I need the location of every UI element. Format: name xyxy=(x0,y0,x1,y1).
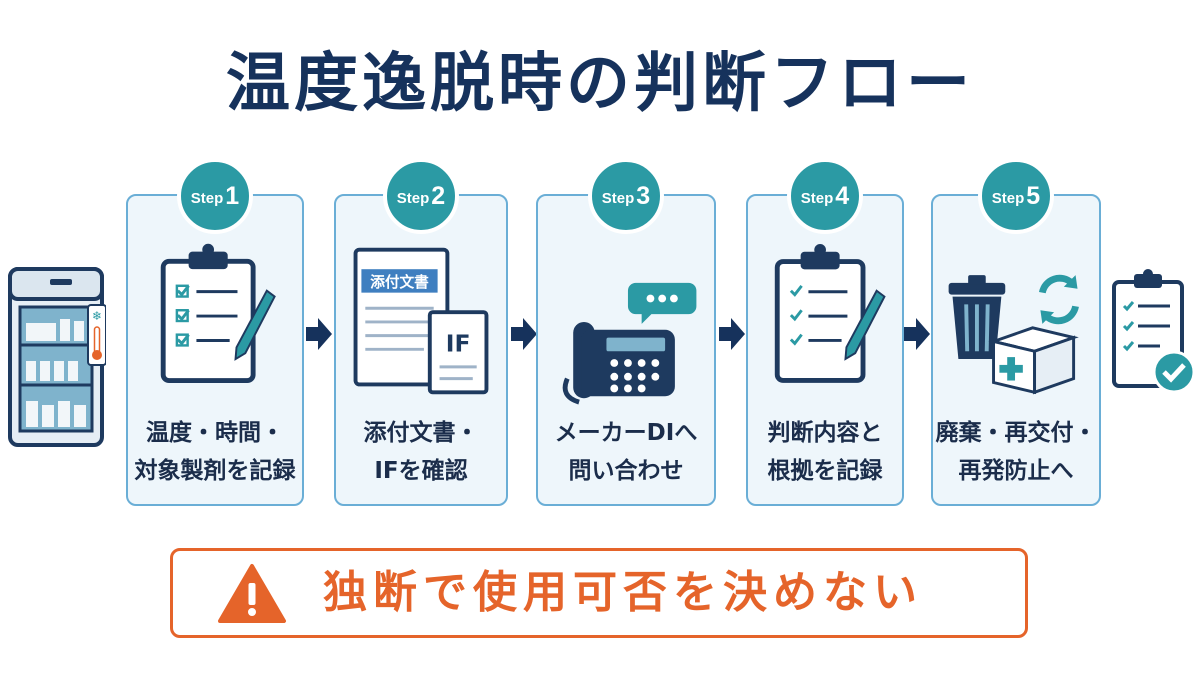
step-number: 4 xyxy=(835,181,850,210)
step-3-line2: 問い合わせ xyxy=(568,458,684,484)
arrow-right-icon xyxy=(719,318,745,350)
step-number: 2 xyxy=(431,181,446,210)
step-1-text: 温度・時間・ 対象製剤を記録 xyxy=(128,414,302,490)
step-1-line1: 温度・時間・ xyxy=(146,420,284,446)
step-label: Step xyxy=(396,189,430,207)
arrow-right-icon xyxy=(511,318,537,350)
step-2-text: 添付文書・ IFを確認 xyxy=(336,414,506,490)
clipboard-checklist-icon xyxy=(160,243,276,384)
document-icon: 添付文書 IF xyxy=(353,247,489,395)
step-4-card: 判断内容と 根拠を記録 xyxy=(746,194,904,506)
step-label: Step xyxy=(800,189,834,207)
doc-tag-label: 添付文書 xyxy=(370,273,429,291)
step-number: 5 xyxy=(1026,181,1041,210)
completed-checklist-icon xyxy=(1112,269,1196,394)
step-4-line2: 根拠を記録 xyxy=(767,458,883,484)
step-label: Step xyxy=(190,189,224,207)
step-label: Step xyxy=(601,189,635,207)
step-3-line1: メーカーDIへ xyxy=(554,420,698,446)
svg-text:❄: ❄ xyxy=(92,309,102,323)
step-1-card: 温度・時間・ 対象製剤を記録 xyxy=(126,194,304,506)
step-5-text: 廃棄・再交付・ 再発防止へ xyxy=(933,414,1099,490)
step-5-line2: 再発防止へ xyxy=(958,458,1074,484)
step-number: 1 xyxy=(225,181,240,210)
arrow-right-icon xyxy=(904,318,930,350)
step-4-line1: 判断内容と xyxy=(767,420,883,446)
warning-text: 独断で使用可否を決めない xyxy=(323,567,923,618)
refrigerator-icon: ❄ xyxy=(8,267,106,447)
step-2-line2: IFを確認 xyxy=(374,458,468,484)
if-label: IF xyxy=(446,329,471,357)
clipboard-pen-icon xyxy=(774,243,886,383)
step-5-line1: 廃棄・再交付・ xyxy=(935,420,1097,446)
step-2-line1: 添付文書・ xyxy=(363,420,479,446)
page-title: 温度逸脱時の判断フロー xyxy=(226,47,974,121)
warning-banner: 独断で使用可否を決めない xyxy=(170,548,1028,638)
trash-box-recycle-icon xyxy=(948,274,1079,395)
step-1-line2: 対象製剤を記録 xyxy=(134,458,296,484)
warning-icon xyxy=(218,564,286,623)
step-number: 3 xyxy=(636,181,651,210)
arrow-right-icon xyxy=(306,318,332,350)
step-5-card: 廃棄・再交付・ 再発防止へ xyxy=(931,194,1101,506)
step-3-text: メーカーDIへ 問い合わせ xyxy=(538,414,714,490)
phone-icon xyxy=(562,282,697,405)
step-label: Step xyxy=(991,189,1025,207)
step-3-card: メーカーDIへ 問い合わせ xyxy=(536,194,716,506)
step-2-card: 添付文書 IF 添付文書・ IFを確認 xyxy=(334,194,508,506)
step-4-text: 判断内容と 根拠を記録 xyxy=(748,414,902,490)
